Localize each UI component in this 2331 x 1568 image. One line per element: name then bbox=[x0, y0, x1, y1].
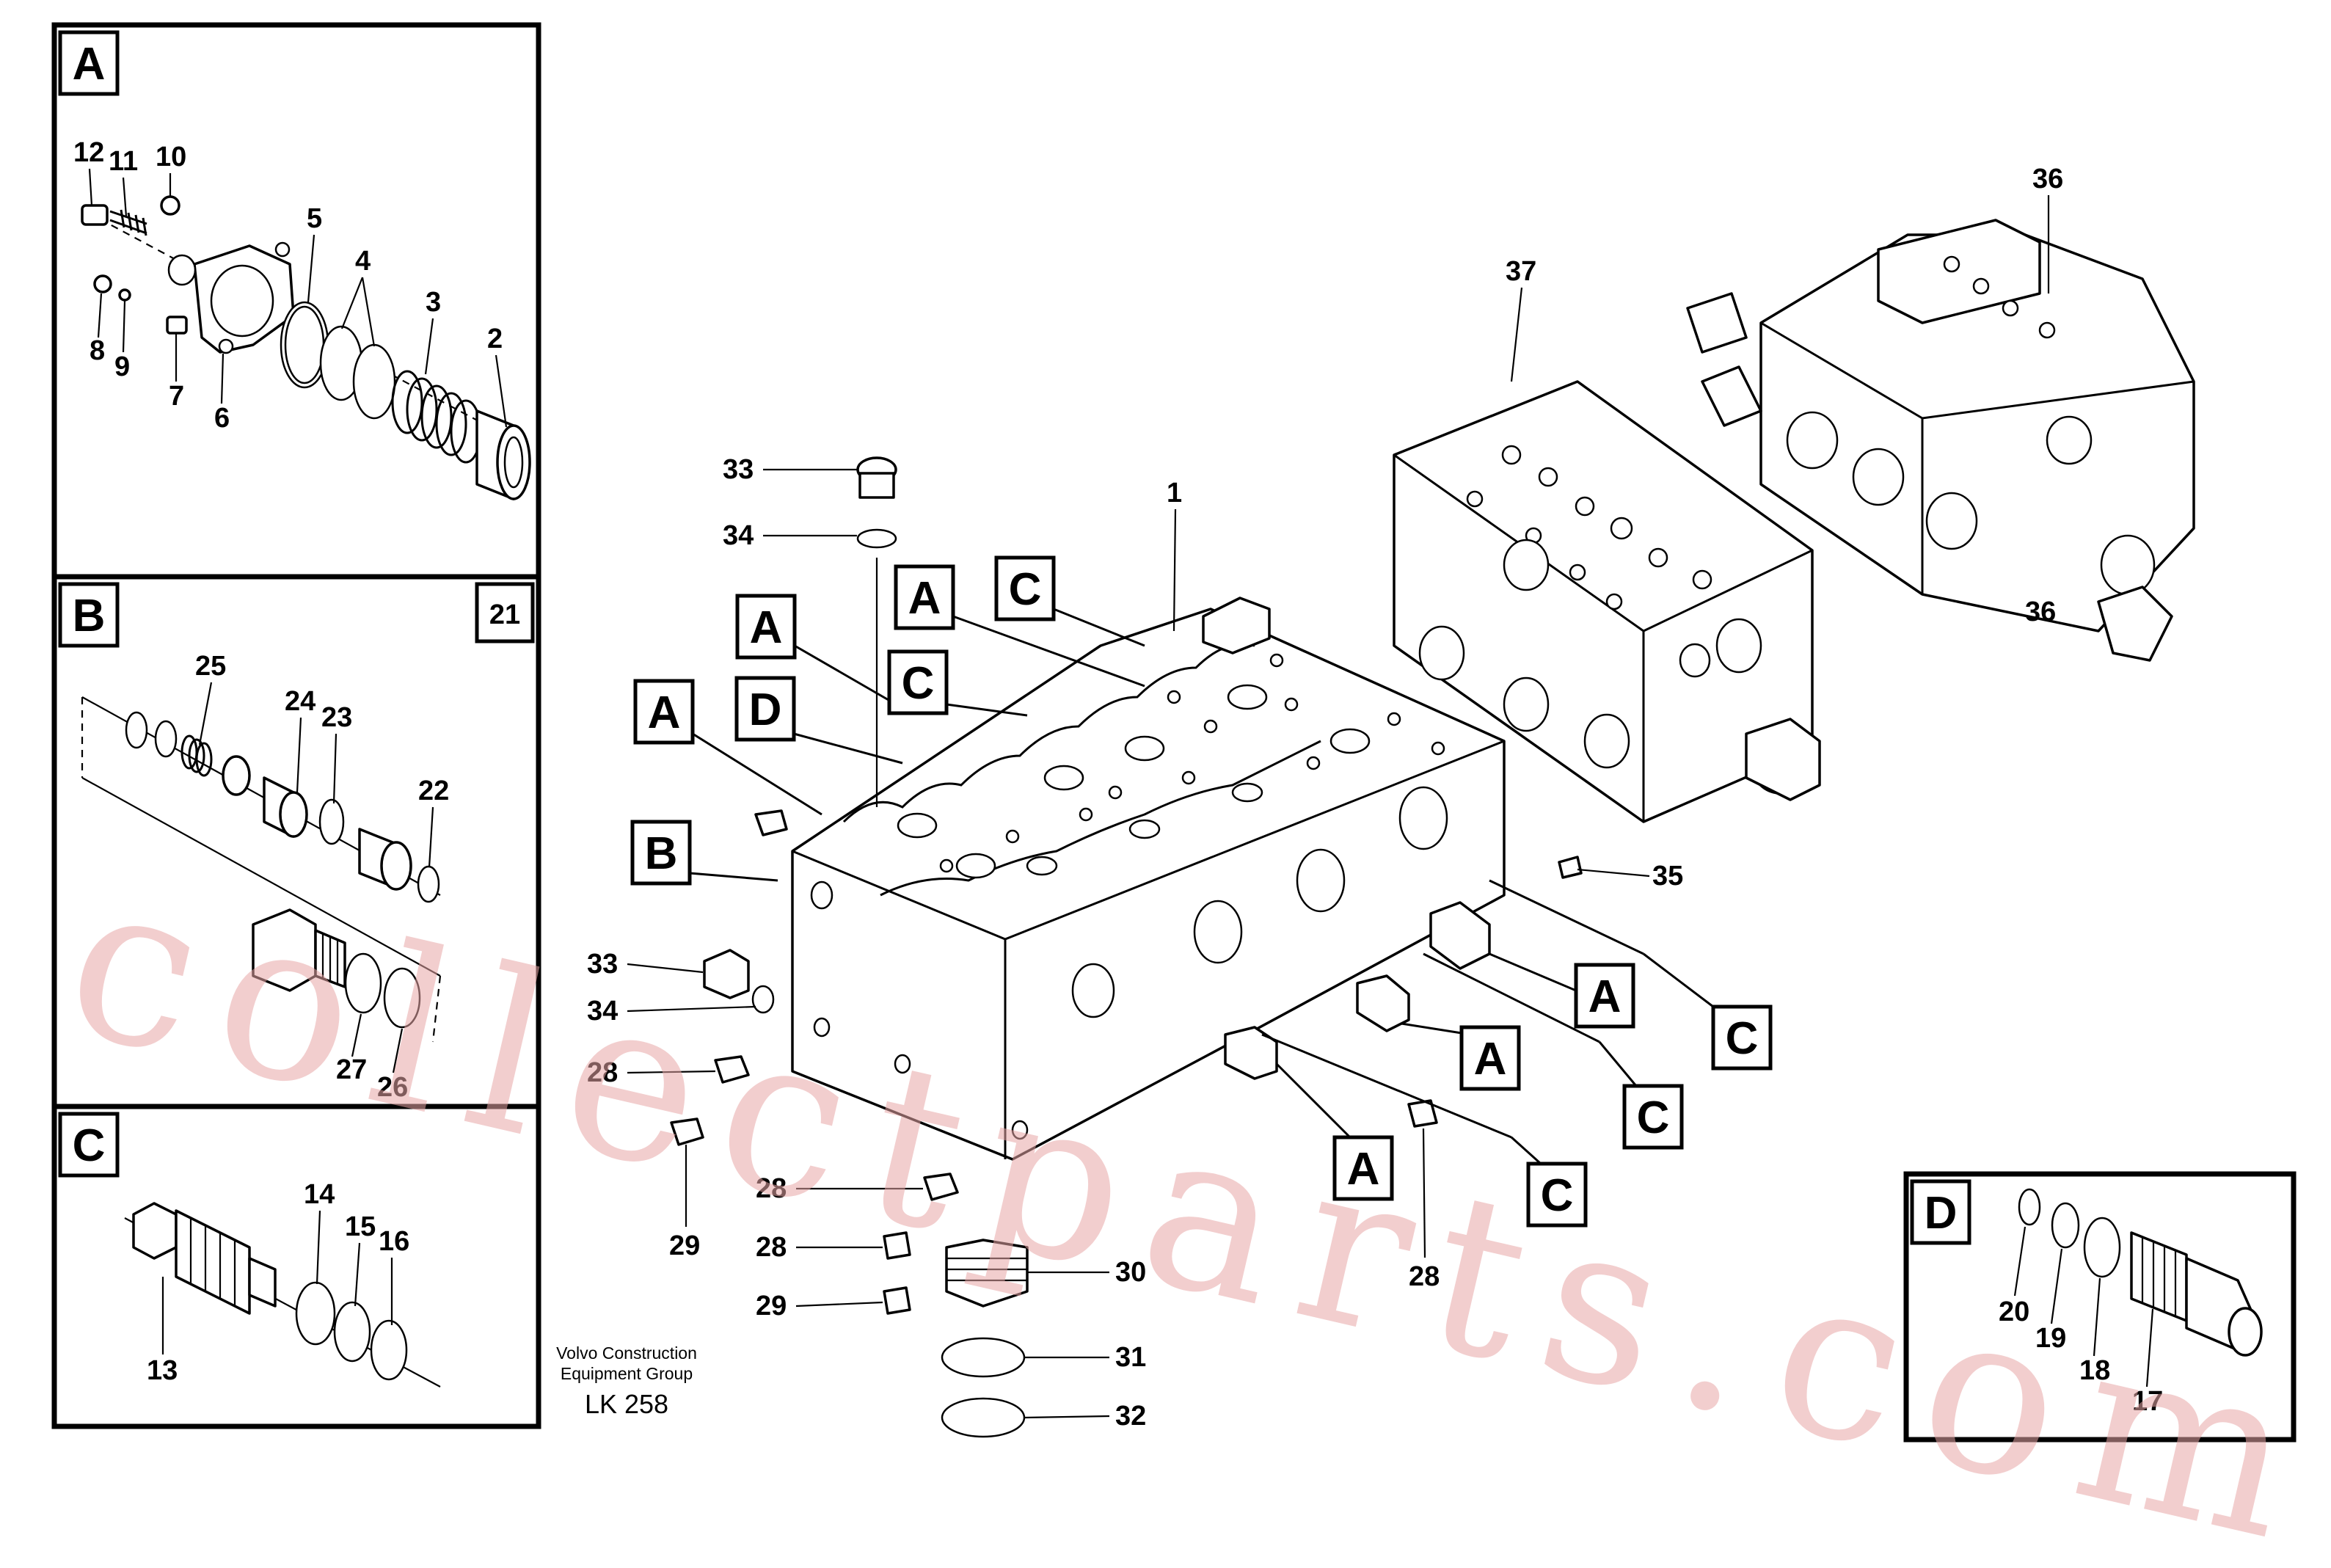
part-label-15: 15 bbox=[345, 1211, 376, 1242]
ref-letter-4: C bbox=[902, 658, 935, 709]
ref-letter-9: C bbox=[1726, 1013, 1759, 1064]
ref-letter-6: D bbox=[749, 685, 782, 735]
part-label-1: 1 bbox=[1167, 478, 1182, 508]
part-label-4: 4 bbox=[355, 246, 371, 277]
part-label-33-top: 33 bbox=[723, 454, 754, 485]
part-label-10: 10 bbox=[156, 142, 186, 172]
part-label-36-side: 36 bbox=[2025, 597, 2056, 627]
panel-c-labels: 14 15 16 13 bbox=[147, 1179, 409, 1386]
part-label-9: 9 bbox=[114, 351, 130, 382]
part-label-25: 25 bbox=[195, 651, 226, 682]
part-label-32: 32 bbox=[1115, 1401, 1146, 1432]
part-label-28-center-2: 28 bbox=[756, 1232, 787, 1263]
detail-panel-b: B 21 bbox=[51, 574, 541, 1109]
part-label-3: 3 bbox=[426, 287, 441, 318]
part-label-31: 31 bbox=[1115, 1342, 1146, 1373]
ref-letter-3: A bbox=[750, 602, 783, 653]
ref-letter-13: C bbox=[1541, 1170, 1574, 1221]
ref-letter-11: C bbox=[1637, 1093, 1670, 1143]
part-label-18: 18 bbox=[2079, 1355, 2110, 1386]
part-label-36-top: 36 bbox=[2032, 164, 2063, 194]
part-label-17: 17 bbox=[2132, 1386, 2163, 1417]
ref-letter-5: A bbox=[648, 688, 681, 738]
part-label-28-right: 28 bbox=[1409, 1261, 1440, 1292]
panel-b-letter: B bbox=[73, 591, 106, 641]
panel-d-labels: 20 19 18 17 bbox=[1999, 1226, 2163, 1417]
main-control-valve-drawing bbox=[670, 219, 2195, 1438]
part-label-28-center-1: 28 bbox=[756, 1173, 787, 1204]
main-reference-letters: A C A C A D B A C A bbox=[630, 555, 1773, 1228]
part-label-11: 11 bbox=[109, 146, 138, 177]
part-label-2: 2 bbox=[487, 324, 503, 354]
part-label-30: 30 bbox=[1115, 1257, 1146, 1288]
part-label-14: 14 bbox=[304, 1179, 335, 1210]
cartridge-d-drawing bbox=[2018, 1188, 2263, 1357]
main-part-labels: 33 34 1 37 36 36 35 33 34 28 29 28 28 29… bbox=[587, 164, 2063, 1432]
part-label-16: 16 bbox=[379, 1226, 409, 1257]
relief-cover-drawing bbox=[81, 195, 531, 500]
part-label-26: 26 bbox=[377, 1072, 408, 1103]
part-label-5: 5 bbox=[307, 203, 322, 234]
part-label-22: 22 bbox=[418, 776, 449, 806]
part-label-8: 8 bbox=[90, 335, 105, 366]
part-label-13: 13 bbox=[147, 1355, 178, 1386]
part-label-6: 6 bbox=[214, 403, 230, 434]
cartridge-c-drawing bbox=[124, 1202, 441, 1388]
panel-b-ref-number: 21 bbox=[489, 599, 520, 630]
panel-c-letter: C bbox=[73, 1120, 106, 1171]
panel-a-labels: 12 11 10 5 4 3 2 8 9 7 6 bbox=[73, 137, 508, 434]
part-label-24: 24 bbox=[285, 686, 315, 717]
ref-letter-10: A bbox=[1474, 1034, 1507, 1084]
part-label-35: 35 bbox=[1652, 861, 1683, 891]
relief-valve-b-drawing bbox=[81, 696, 442, 1043]
ref-letter-8: A bbox=[1588, 971, 1622, 1022]
part-label-34-top: 34 bbox=[723, 520, 754, 551]
panel-b-labels: 25 24 23 22 27 26 bbox=[195, 651, 449, 1103]
part-label-12: 12 bbox=[73, 137, 104, 168]
detail-panel-c: C 14 15 16 13 bbox=[51, 1104, 541, 1429]
caption-company-line-2: Equipment Group bbox=[561, 1364, 693, 1383]
detail-panel-d: D 20 19 18 17 bbox=[1903, 1171, 2297, 1443]
part-label-33-side: 33 bbox=[587, 949, 618, 980]
part-label-29-center: 29 bbox=[756, 1291, 787, 1321]
part-label-23: 23 bbox=[321, 702, 352, 733]
panel-d-letter: D bbox=[1925, 1188, 1958, 1239]
detail-panel-a: A bbox=[51, 22, 541, 580]
part-label-27: 27 bbox=[336, 1054, 367, 1085]
ref-letter-2: C bbox=[1009, 564, 1042, 615]
drawing-caption: Volvo Construction Equipment Group LK 25… bbox=[556, 1343, 697, 1419]
panel-a-letter: A bbox=[73, 39, 106, 90]
part-label-29-left: 29 bbox=[669, 1230, 700, 1261]
caption-company-line-1: Volvo Construction bbox=[556, 1343, 697, 1363]
part-label-37: 37 bbox=[1506, 256, 1536, 287]
part-label-7: 7 bbox=[169, 381, 184, 412]
ref-letter-7: B bbox=[645, 828, 678, 879]
part-label-28-left: 28 bbox=[587, 1057, 618, 1088]
ref-letter-1: A bbox=[908, 573, 941, 624]
part-label-19: 19 bbox=[2035, 1323, 2066, 1354]
part-label-20: 20 bbox=[1999, 1297, 2029, 1327]
ref-letter-12: A bbox=[1347, 1144, 1380, 1195]
caption-drawing-code: LK 258 bbox=[585, 1389, 668, 1419]
part-label-34-side: 34 bbox=[587, 996, 618, 1027]
